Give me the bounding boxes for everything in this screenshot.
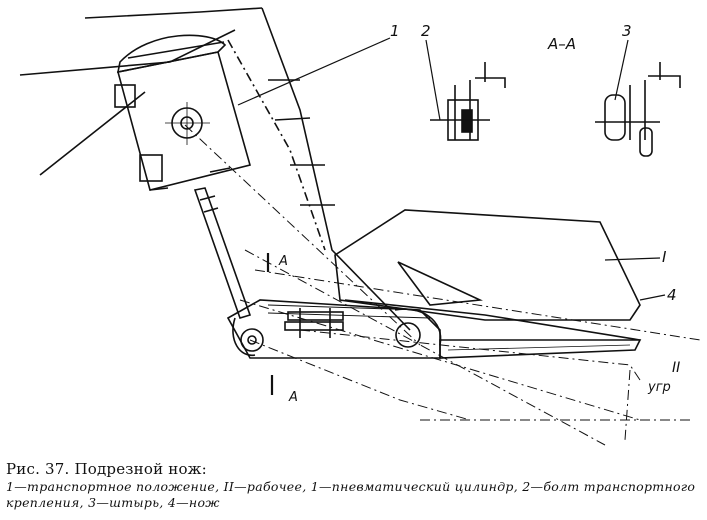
label-position-I: I bbox=[662, 248, 667, 266]
knife-housing bbox=[334, 209, 641, 321]
figure-caption: Рис. 37. Подрезной нож: 1—транспортное п… bbox=[6, 459, 704, 511]
technical-drawing: 1 2 3 4 I II A–A A A угр bbox=[19, 7, 701, 446]
knife-blade bbox=[439, 339, 642, 359]
cylinder-body bbox=[117, 51, 251, 191]
caption-title: Рис. 37. Подрезной нож: bbox=[6, 460, 207, 478]
section-mark-top: A bbox=[278, 254, 288, 269]
callout-2: 2 bbox=[421, 22, 431, 40]
callout-3: 3 bbox=[622, 22, 632, 40]
piston-rod bbox=[193, 187, 252, 319]
section-mark-bottom: A bbox=[288, 390, 298, 405]
caption-legend: 1—транспортное положение, II—рабочее, 1—… bbox=[6, 479, 696, 510]
angle-label: угр bbox=[647, 380, 671, 395]
section-label: A–A bbox=[547, 35, 576, 53]
label-position-II: II bbox=[672, 360, 680, 376]
callout-4: 4 bbox=[667, 286, 677, 304]
callout-1: 1 bbox=[390, 22, 400, 40]
